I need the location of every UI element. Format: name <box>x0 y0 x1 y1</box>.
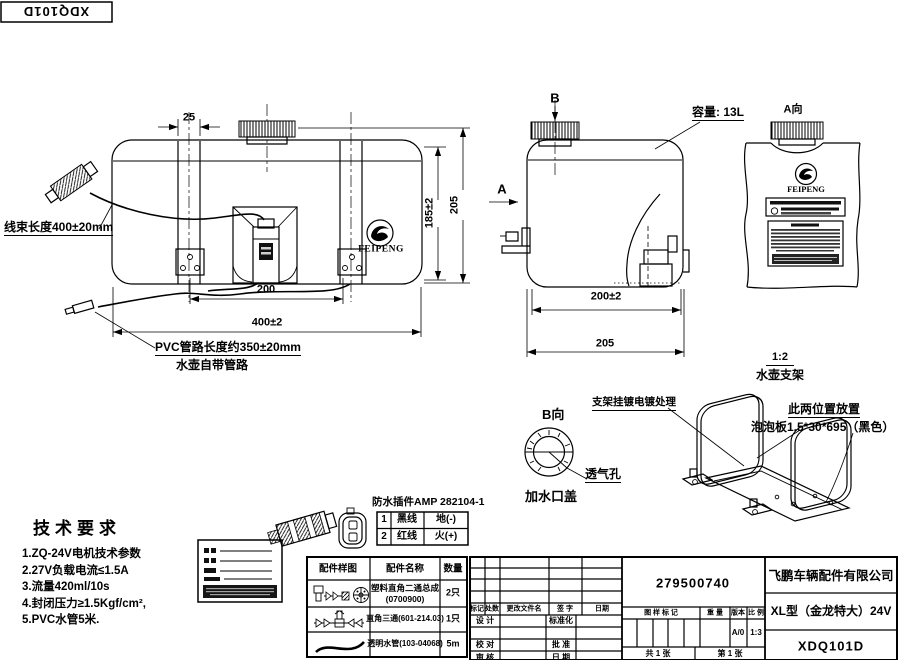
part-name-2: (0700900) <box>385 593 425 604</box>
rev-header: 处数 <box>485 605 499 613</box>
part-qty: 5m <box>446 638 460 649</box>
rev-header: 日期 <box>595 605 609 613</box>
company-name: 飞鹏车辆配件有限公司 <box>768 568 894 583</box>
role-check: 校 对 <box>475 640 495 649</box>
rev-header: 签 字 <box>557 605 573 613</box>
weight-label: 重 量 <box>707 609 723 617</box>
wire-harness <box>89 192 265 221</box>
b-view-drawing <box>524 427 588 480</box>
bracket-scale: 1:2 <box>766 352 794 366</box>
feipeng-logo-icon-small <box>794 162 818 186</box>
tech-req-item: 5.PVC水管5米. <box>22 614 100 626</box>
pvc-length-label: PVC管路长度约350±20mm <box>155 340 301 356</box>
parts-header-qty: 数量 <box>443 563 463 575</box>
feipeng-logo-icon <box>366 219 394 247</box>
part-name: 透明水管(103-04068) <box>367 639 443 648</box>
b-view-title: B向 <box>542 407 565 422</box>
front-logo-text: FEIPENG <box>358 244 404 255</box>
version-label: 版本 <box>731 609 745 617</box>
bracket-scale-block: 1:2 水壶支架 <box>752 352 808 382</box>
role-approve: 批 准 <box>551 640 571 649</box>
dim-inner-height: 185±2 <box>423 197 436 229</box>
dim-side-width: 200±2 <box>590 290 622 303</box>
harness-connector <box>44 160 99 204</box>
rev-header: 更改文件名 <box>506 605 542 613</box>
dim-strap-width: 25 <box>182 111 196 124</box>
sheet-total: 共 1 张 <box>645 649 671 658</box>
dim-strap-spacing: 200 <box>256 283 276 296</box>
pin-pole: 火(+) <box>434 531 458 542</box>
tech-req-item: 3.流量420ml/10s <box>22 581 110 593</box>
connector-detail-drawing <box>267 507 469 549</box>
plating-note: 支架挂镀电镀处理 <box>592 397 676 411</box>
part-qty: 1只 <box>445 613 461 624</box>
rev-header: 标记 <box>470 605 484 613</box>
part-name: 塑料直角二通总成 <box>370 582 440 593</box>
corner-stamp-code: XDQ101D <box>22 4 90 20</box>
model-name: XL型（金龙特大）24V <box>770 604 892 618</box>
part-thumb-tube <box>315 641 365 654</box>
capacity-label: 容量: 13L <box>692 105 745 121</box>
dim-side-width-outer: 205 <box>595 337 615 350</box>
tech-req-item: 1.ZQ-24V电机技术参数 <box>22 548 141 560</box>
bracket-isometric-drawing <box>667 393 854 522</box>
pin-no: 1 <box>381 514 387 525</box>
role-standard: 标准化 <box>549 616 573 625</box>
pvc-selfpipe-label: 水壶自带管路 <box>176 358 249 372</box>
corner-stamp-box <box>0 1 113 23</box>
harness-length-label: 线束长度400±20mm <box>4 220 114 236</box>
pin-pole: 地(-) <box>436 514 456 525</box>
part-thumb-tee <box>314 610 364 628</box>
foam-note-line2: 泡泡板1.5*30*695（黑色） <box>751 420 895 434</box>
dim-height: 205 <box>448 195 461 215</box>
foam-note-line1: 此两位置放置 <box>788 402 861 418</box>
vent-hole-label: 透气孔 <box>585 467 622 483</box>
pin-wire: 黑线 <box>397 514 417 525</box>
pvc-tubes <box>97 282 351 308</box>
pin-no: 2 <box>381 531 387 542</box>
part-name: 直角三通(601-214.03) <box>366 614 444 623</box>
role-date: 日 期 <box>551 653 571 660</box>
part-thumb-elbow <box>313 585 369 603</box>
drawing-number: XDQ101D <box>797 638 865 654</box>
part-number: 279500740 <box>655 575 731 591</box>
filler-cap-label: 加水口盖 <box>525 489 578 504</box>
tank-label-sticker-1 <box>765 197 846 217</box>
tech-req-item: 2.27V负载电流≤1.5A <box>22 564 129 577</box>
tech-req-title: 技术要求 <box>33 519 121 538</box>
parts-header-name: 配件名称 <box>385 563 425 575</box>
side-view-drawing <box>489 100 701 357</box>
a-view-drawing <box>743 121 861 289</box>
sheet-no: 第 1 张 <box>717 649 743 658</box>
stamp-mark-label: 图 样 标 记 <box>644 609 678 617</box>
scale-value: 1:3 <box>750 628 762 637</box>
view-arrow-b: B <box>550 90 560 106</box>
version-value: A/0 <box>731 628 745 637</box>
pump-label <box>259 243 273 260</box>
a-view-logo-text: FEIPENG <box>787 183 825 194</box>
front-view-drawing <box>44 104 470 349</box>
tube-nozzle <box>64 299 95 315</box>
parts-header-thumb: 配件样图 <box>318 563 358 575</box>
parts-table-grid <box>306 556 468 658</box>
connector-title: 防水插件AMP 282104-1 <box>372 496 485 508</box>
title-block-grid <box>469 556 898 660</box>
scale-label: 比 例 <box>748 609 764 617</box>
tech-req-list: 1.ZQ-24V电机技术参数 2.27V负载电流≤1.5A 3.流量420ml/… <box>22 546 146 629</box>
role-review: 审 核 <box>475 653 495 660</box>
a-view-title: A向 <box>783 103 803 116</box>
view-arrow-a: A <box>497 181 507 197</box>
pin-wire: 红线 <box>397 531 417 542</box>
bracket-name: 水壶支架 <box>755 368 804 382</box>
dim-length: 400±2 <box>251 316 283 329</box>
tank-label-sticker-2 <box>767 220 844 267</box>
part-qty: 2只 <box>445 587 461 598</box>
product-label-box <box>197 539 283 603</box>
role-design: 设 计 <box>475 616 495 625</box>
tech-req-item: 4.封闭压力≥1.5Kgf/cm², <box>22 597 146 610</box>
